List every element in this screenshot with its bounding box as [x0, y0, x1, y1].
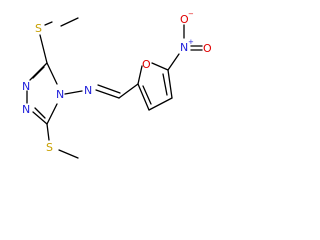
atom-o-furan: O — [142, 58, 151, 71]
bond-c5-n1 — [29, 62, 48, 81]
bond-c3f-c2 — [137, 83, 150, 111]
molecule-drawing: S S N N N N O N + O − O — [22, 10, 212, 159]
bond-c2-o1 — [137, 65, 143, 85]
bond-c5-n1-double — [32, 66, 45, 79]
bond-s-top-ch3 — [44, 21, 53, 26]
bond-c5f-c4-double — [162, 73, 168, 96]
bond-n4-c5 — [46, 62, 58, 85]
structure-canvas: S S N N N N O N + O − O — [0, 0, 223, 172]
bond-c5f-c4 — [167, 69, 173, 99]
atom-n-imine: N — [84, 84, 92, 97]
bond-n-imine-ch — [95, 89, 120, 99]
atom-n-ring-4: N — [56, 88, 64, 101]
charge-o-nitro-top: − — [188, 10, 194, 18]
charge-n-nitro: + — [188, 38, 194, 46]
atom-s-bottom: S — [46, 141, 53, 154]
atom-o-nitro-right: O — [203, 42, 212, 55]
bond-c3f-c2-double — [142, 85, 152, 105]
bond-n2-c3-double — [34, 107, 46, 119]
bond-c3-s-bottom — [46, 123, 50, 141]
bond-n-imine-ch-double — [97, 84, 121, 94]
bond-o1-c5f — [151, 62, 169, 71]
atom-n-ring-1: N — [22, 80, 30, 93]
atom-n-ring-2: N — [22, 103, 30, 116]
bond-n4-n-imine — [64, 90, 83, 95]
bond-s-bottom-ch3 — [58, 149, 79, 159]
atom-s-top: S — [35, 22, 42, 35]
atom-o-nitro-top: O — [180, 13, 189, 26]
bond-ch3-s-top — [60, 17, 79, 27]
bond-c5f-n-nitro — [167, 53, 180, 71]
bond-c3-n4 — [46, 103, 58, 125]
bond-c4-c3f — [148, 97, 173, 111]
bond-ch-c2 — [118, 83, 139, 99]
bond-s-top-c5 — [39, 34, 48, 64]
bond-n2-c3 — [32, 111, 48, 125]
atom-n-nitro: N — [180, 41, 188, 54]
